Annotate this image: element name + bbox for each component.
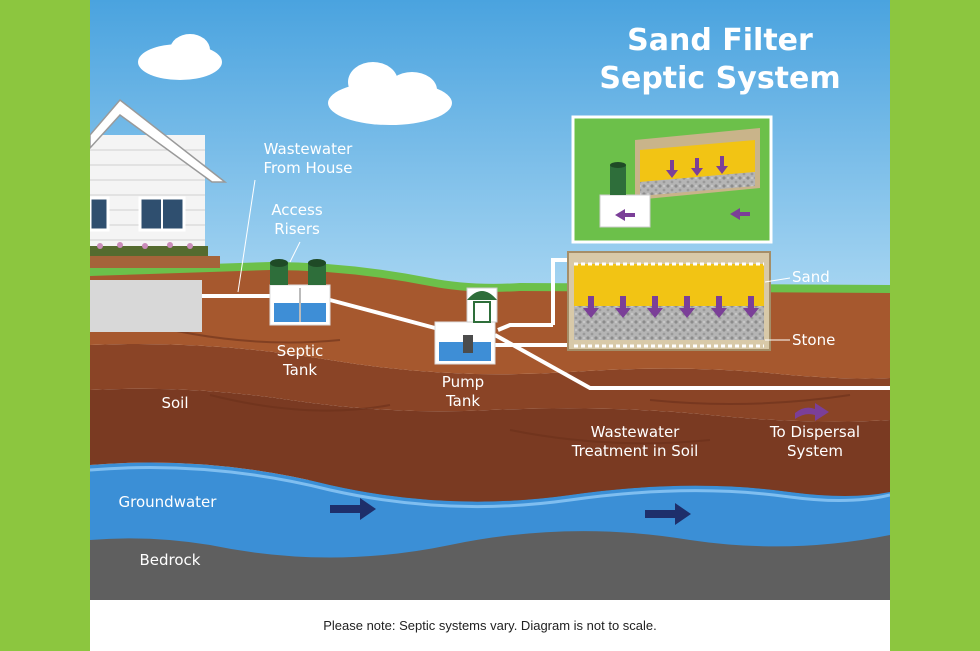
label-groundwater: Groundwater — [118, 493, 217, 511]
label-sand: Sand — [792, 268, 830, 286]
leader-lines — [237, 179, 301, 293]
label-soil: Soil — [161, 394, 189, 412]
label-wastewater-treatment: Wastewater Treatment in Soil — [571, 423, 699, 460]
septic-diagram — [90, 0, 890, 600]
house — [90, 98, 228, 332]
pump-tank — [434, 287, 498, 365]
diagram-frame: Sand Filter Septic System Wastewater Fro… — [90, 0, 890, 651]
groundwater-highlight — [90, 466, 890, 509]
label-stone: Stone — [792, 331, 836, 349]
flow-arrow-icon — [645, 503, 691, 525]
label-septic-tank: Septic Tank — [276, 342, 324, 379]
page-title: Sand Filter — [627, 23, 813, 58]
label-bedrock: Bedrock — [139, 551, 201, 569]
septic-tank — [269, 259, 331, 326]
footnote: Please note: Septic systems vary. Diagra… — [323, 618, 657, 633]
sand-layer — [574, 264, 764, 306]
groundwater-layer — [90, 462, 890, 558]
sand-filter-inset — [571, 115, 773, 244]
page-subtitle: Septic System — [599, 61, 841, 96]
pipes — [202, 258, 890, 390]
sand-filter — [567, 251, 791, 351]
label-pump-tank: Pump Tank — [441, 373, 485, 410]
flow-arrow-icon — [330, 498, 376, 520]
dispersal-arrow-icon — [795, 403, 829, 421]
label-to-dispersal: To Dispersal System — [769, 423, 861, 460]
stone-layer — [574, 306, 764, 340]
label-access-risers: Access Risers — [271, 201, 323, 238]
label-wastewater-from-house: Wastewater From House — [263, 140, 353, 177]
down-arrow-icon — [583, 296, 759, 318]
cloud-icon — [138, 34, 222, 80]
soil-deep — [90, 388, 890, 502]
cloud-icon — [328, 62, 452, 125]
